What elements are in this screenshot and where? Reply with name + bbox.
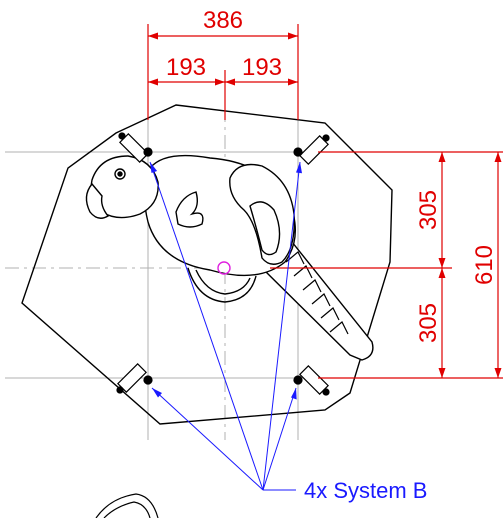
parrot-feather (175, 191, 204, 228)
arrowhead (148, 32, 158, 40)
arrowhead (152, 388, 162, 398)
dimension-overall-width: 386 (203, 7, 243, 34)
mount-bottom-right (299, 365, 330, 396)
callout-label: 4x System B (304, 478, 427, 503)
parrot-pupil (117, 171, 123, 177)
tail-chevrons (285, 251, 349, 335)
platform-outline (21, 104, 393, 425)
mount-bottom-left (116, 363, 147, 394)
parrot-base-arc (187, 267, 257, 303)
arrowhead (296, 162, 302, 174)
parrot-beak (85, 182, 110, 219)
cropped-figure-bottom (95, 493, 159, 518)
arrowhead (225, 78, 235, 86)
parrot-tail (260, 240, 374, 361)
arrowhead (148, 78, 158, 86)
dimension-half-width-left: 193 (166, 54, 206, 81)
bolt-top-left (143, 147, 153, 157)
vertical-dimensions (270, 151, 503, 379)
arrowhead (438, 152, 446, 162)
bolt-bottom-left (143, 375, 153, 385)
arrowhead (288, 78, 298, 86)
arrowhead (438, 368, 446, 378)
leader-line-bottom-left (151, 387, 264, 491)
arrowhead (291, 388, 297, 400)
dimension-half-width-right: 193 (242, 54, 282, 81)
mounting-points (116, 132, 330, 396)
arrowhead (494, 368, 502, 378)
dimension-overall-depth: 610 (471, 245, 498, 285)
mount-top-left (118, 132, 149, 163)
parrot-wing-inner (249, 201, 281, 256)
bolt-top-right (293, 147, 303, 157)
leader-line-bottom-right (262, 387, 297, 491)
arrowhead (150, 162, 158, 173)
mount-top-right (299, 134, 330, 165)
callout-leaders (149, 161, 302, 491)
leader-line-top-left (149, 161, 264, 491)
arrowhead (438, 268, 446, 278)
dimension-half-depth-top: 305 (415, 190, 442, 230)
arrowhead (288, 32, 298, 40)
arrowhead (215, 78, 225, 86)
bolt-bottom-right (293, 375, 303, 385)
parrot-figure (85, 154, 374, 361)
arrowhead (438, 258, 446, 268)
horizontal-dimensions (147, 24, 299, 120)
arrowhead (494, 152, 502, 162)
center-mark (217, 261, 231, 275)
leader-line-top-right (262, 161, 301, 491)
parrot-base-arc-inner (195, 269, 251, 295)
dimension-half-depth-bottom: 305 (415, 303, 442, 343)
